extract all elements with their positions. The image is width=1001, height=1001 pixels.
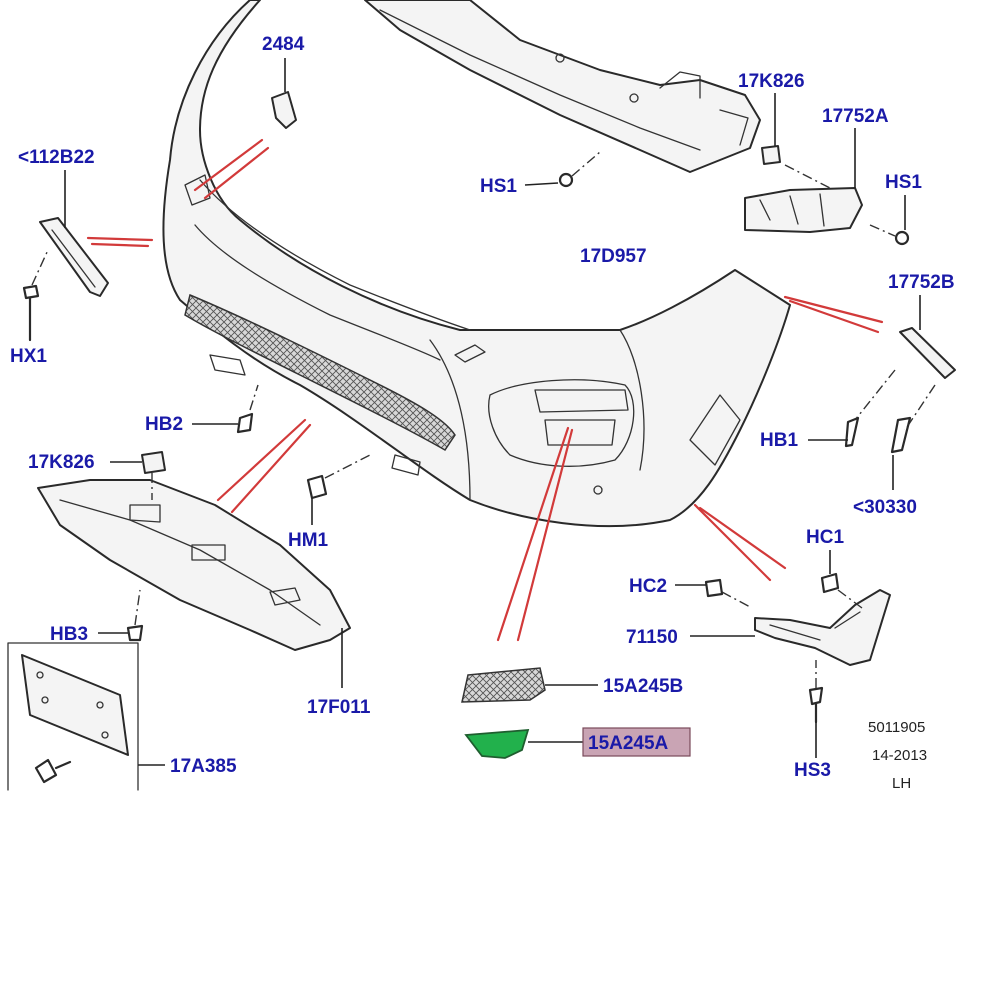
clip-hc1 xyxy=(820,550,863,609)
screw-hs1-top xyxy=(524,151,601,188)
reference-side: LH xyxy=(892,775,911,792)
screw-hb3 xyxy=(98,589,144,642)
bumper-cover xyxy=(162,0,791,528)
label-hs1-top: HS1 xyxy=(480,176,517,197)
bracket-17752b xyxy=(854,295,956,431)
bracket-17752a xyxy=(744,128,863,233)
label-17a385: 17A385 xyxy=(170,756,237,777)
label-hb1: HB1 xyxy=(760,430,798,451)
clip-hm1 xyxy=(306,454,371,525)
screw-30330 xyxy=(890,416,912,490)
clip-2484 xyxy=(271,58,297,129)
label-hx1: HX1 xyxy=(10,346,47,367)
label-17752a: 17752A xyxy=(822,106,889,127)
license-plate-bracket xyxy=(7,642,165,791)
label-2484: 2484 xyxy=(262,34,305,55)
reinforcement-beam xyxy=(364,0,761,173)
screw-hs1-right xyxy=(869,195,910,246)
reference-date: 14-2013 xyxy=(872,747,927,764)
hx1-fastener xyxy=(22,249,49,342)
label-17f011: 17F011 xyxy=(307,697,371,718)
screw-hb2 xyxy=(192,384,259,434)
label-15a245b: 15A245B xyxy=(603,676,683,697)
label-112b22: <112B22 xyxy=(18,147,95,168)
label-71150: 71150 xyxy=(626,627,678,648)
label-hb2: HB2 xyxy=(145,414,183,435)
undertray-17f011 xyxy=(37,479,351,688)
callout-lines xyxy=(86,138,884,642)
label-hc1: HC1 xyxy=(806,527,844,548)
reference-number: 5011905 xyxy=(868,719,925,736)
left-bracket xyxy=(39,170,109,297)
bezel-15a245a xyxy=(464,727,691,759)
label-17k826-top: 17K826 xyxy=(738,71,805,92)
screw-hs3 xyxy=(808,660,824,758)
label-30330: <30330 xyxy=(853,497,917,518)
bezel-15a245b xyxy=(461,667,598,703)
label-hs3: HS3 xyxy=(794,760,831,781)
bracket-71150 xyxy=(690,589,891,666)
label-hb3: HB3 xyxy=(50,624,88,645)
screw-hb1 xyxy=(808,416,860,448)
label-15a245a: 15A245A xyxy=(588,733,669,754)
label-hm1: HM1 xyxy=(288,530,329,551)
clip-17k826-left xyxy=(110,451,166,500)
label-17752b: 17752B xyxy=(888,272,955,293)
label-hc2: HC2 xyxy=(629,576,667,597)
label-hs1-right: HS1 xyxy=(885,172,922,193)
clip-17k826-top xyxy=(761,93,781,165)
clip-hc2 xyxy=(675,578,753,609)
label-17k826-left: 17K826 xyxy=(28,452,95,473)
label-17d957: 17D957 xyxy=(580,246,647,267)
